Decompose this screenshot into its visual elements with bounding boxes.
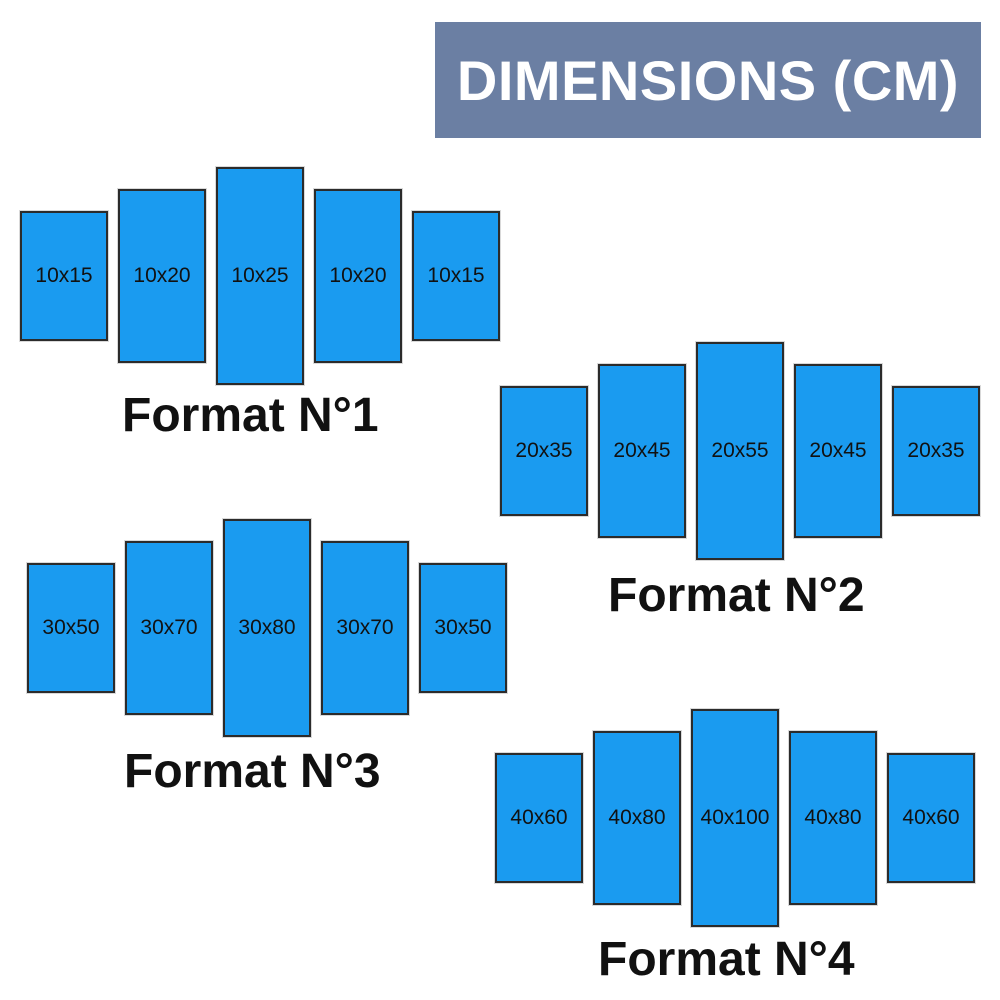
format-3-panel-4: 30x70: [321, 541, 409, 715]
panel-size-label: 30x50: [42, 616, 100, 639]
format-1-panel-1: 10x15: [20, 211, 108, 341]
panel-size-label: 20x55: [711, 439, 769, 462]
panel-size-label: 40x100: [700, 806, 770, 829]
panel-size-label: 20x35: [515, 439, 573, 462]
format-3-panel-5: 30x50: [419, 563, 507, 693]
panel-size-label: 40x80: [804, 806, 862, 829]
header-title: DIMENSIONS (CM): [456, 48, 960, 112]
format-4-panel-5: 40x60: [887, 753, 975, 883]
dimensions-header: DIMENSIONS (CM): [435, 22, 981, 138]
format-1-panel-4: 10x20: [314, 189, 402, 363]
format-2-panel-2: 20x45: [598, 364, 686, 538]
format-4-panel-3: 40x100: [691, 709, 779, 927]
panel-size-label: 10x15: [427, 264, 485, 287]
format-3-panel-3: 30x80: [223, 519, 311, 737]
panel-size-label: 10x20: [133, 264, 191, 287]
format-2-panel-5: 20x35: [892, 386, 980, 516]
format-3-label: Format N°3: [124, 745, 381, 798]
panel-size-label: 40x80: [608, 806, 666, 829]
format-2-panel-4: 20x45: [794, 364, 882, 538]
panel-size-label: 30x50: [434, 616, 492, 639]
panel-size-label: 20x45: [613, 439, 671, 462]
panel-size-label: 30x80: [238, 616, 296, 639]
panel-size-label: 10x20: [329, 264, 387, 287]
panel-size-label: 40x60: [510, 806, 568, 829]
format-4-label: Format N°4: [598, 933, 855, 986]
format-1-panel-5: 10x15: [412, 211, 500, 341]
format-2-label: Format N°2: [608, 569, 865, 622]
format-3-panel-2: 30x70: [125, 541, 213, 715]
panel-size-label: 30x70: [140, 616, 198, 639]
format-1-label: Format N°1: [122, 389, 379, 442]
format-1-panel-2: 10x20: [118, 189, 206, 363]
panel-size-label: 10x15: [35, 264, 93, 287]
format-2-panel-1: 20x35: [500, 386, 588, 516]
panel-size-label: 10x25: [231, 264, 289, 287]
format-4-panel-4: 40x80: [789, 731, 877, 905]
panel-size-label: 20x45: [809, 439, 867, 462]
format-4-panel-1: 40x60: [495, 753, 583, 883]
panel-size-label: 40x60: [902, 806, 960, 829]
format-4-panel-2: 40x80: [593, 731, 681, 905]
format-3-panel-1: 30x50: [27, 563, 115, 693]
format-1-panel-3: 10x25: [216, 167, 304, 385]
panel-size-label: 20x35: [907, 439, 965, 462]
panel-size-label: 30x70: [336, 616, 394, 639]
format-2-panel-3: 20x55: [696, 342, 784, 560]
